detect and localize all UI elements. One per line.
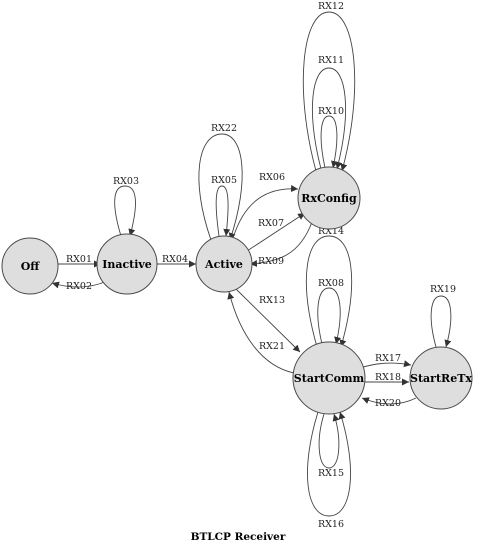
label-rx12: RX12 [318, 1, 344, 12]
node-rxconfig-circle [297, 166, 361, 230]
node-rxconfig-label: RxConfig [301, 192, 357, 205]
node-off-circle [1, 237, 59, 295]
node-inactive-label: Inactive [102, 258, 152, 271]
label-rx10: RX10 [318, 106, 344, 117]
node-startretx-label: StartReTx [410, 372, 472, 385]
label-rx02: RX02 [66, 281, 92, 292]
label-rx14: RX14 [318, 226, 344, 237]
edge-rx15 [318, 413, 340, 469]
edge-rx06 [232, 185, 299, 239]
node-inactive-circle [96, 233, 158, 295]
label-rx16: RX16 [318, 519, 344, 530]
node-startretx-circle [409, 346, 473, 410]
label-rx04: RX04 [162, 254, 188, 265]
node-off-label: Off [21, 260, 41, 273]
label-rx19: RX19 [430, 284, 456, 295]
node-startretx: StartReTx [409, 346, 473, 410]
node-startcomm-circle [292, 341, 366, 415]
node-off: Off [1, 237, 59, 295]
label-rx18: RX18 [375, 372, 401, 383]
label-rx11: RX11 [318, 55, 344, 66]
label-rx22: RX22 [211, 123, 237, 134]
diagram-caption: BTLCP Receiver [191, 531, 286, 543]
label-rx07: RX07 [258, 218, 284, 229]
label-rx20: RX20 [375, 398, 401, 409]
label-rx03: RX03 [113, 176, 139, 187]
edge-rx13 [235, 288, 301, 353]
edge-rx17 [359, 360, 412, 369]
node-active-circle [195, 235, 253, 293]
edge-rx07 [246, 212, 306, 252]
label-rx21: RX21 [259, 341, 285, 352]
edge-rx03 [114, 185, 136, 237]
node-active: Active [195, 235, 253, 293]
edge-rx08 [317, 287, 342, 345]
edge-rx09 [249, 221, 313, 268]
edge-rx20 [361, 397, 417, 405]
label-rx17: RX17 [375, 353, 401, 364]
edge-rx02 [51, 280, 108, 289]
node-inactive: Inactive [96, 233, 158, 295]
node-startcomm-label: StartComm [294, 372, 365, 385]
edge-rx16 [307, 411, 351, 517]
edge-rx10 [320, 115, 338, 169]
label-rx05: RX05 [211, 175, 237, 186]
edge-rx19 [430, 295, 452, 348]
node-startcomm: StartComm [292, 341, 366, 415]
node-active-label: Active [204, 258, 243, 271]
label-rx06: RX06 [259, 172, 285, 183]
edge-rx21 [227, 291, 295, 374]
label-rx08: RX08 [318, 278, 344, 289]
edge-rx14 [305, 235, 353, 348]
label-rx15: RX15 [318, 468, 344, 479]
node-rxconfig: RxConfig [297, 166, 361, 230]
edges [51, 11, 452, 517]
edge-labels: RX01 RX02 RX03 RX04 RX05 RX22 RX06 RX07 … [66, 1, 456, 530]
edge-rx05 [215, 185, 231, 237]
label-rx09: RX09 [258, 256, 284, 267]
edge-rx12 [302, 11, 356, 172]
label-rx13: RX13 [259, 295, 285, 306]
edge-rx11 [312, 67, 346, 170]
label-rx01: RX01 [66, 254, 92, 265]
edge-rx22 [198, 133, 243, 241]
